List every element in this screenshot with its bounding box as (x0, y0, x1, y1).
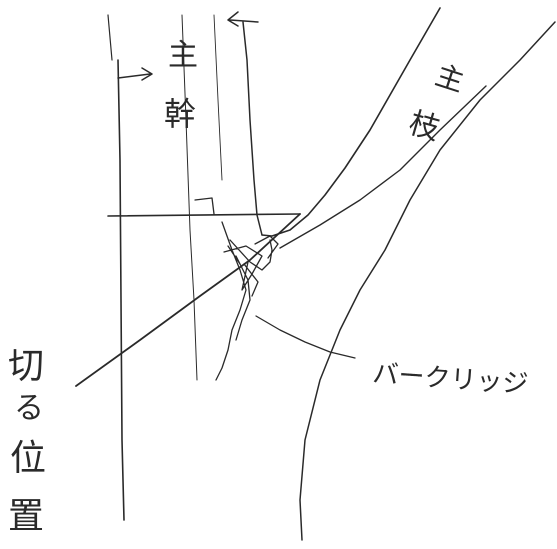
cutting-position-line (75, 213, 301, 387)
right-angle-mark (194, 197, 215, 215)
branch-label-char2: 枝 (405, 106, 443, 148)
trunk-short-left-line (107, 14, 113, 61)
horizontal-reference-line (107, 213, 301, 217)
branch-label-char1: 主 (431, 58, 468, 98)
trunk-right-edge (242, 21, 263, 236)
cut-position-label-char1: 切 (8, 346, 44, 387)
branch-bark-ridge-mark (215, 221, 279, 381)
branch-bark-ridge-label: バークリッジ (372, 359, 530, 400)
trunk-width-arrow-left (117, 67, 153, 81)
cut-position-label-char3: 位 (10, 438, 46, 479)
trunk-width-arrow-right (227, 11, 259, 27)
trunk-label-char2: 幹 (164, 95, 196, 133)
bark-ridge-leader-line (255, 315, 356, 359)
branch-axis-line (279, 85, 487, 249)
trunk-center-axis (181, 14, 198, 381)
cut-position-label-char2: る (14, 391, 44, 426)
cut-position-label-char4: 置 (8, 496, 44, 537)
trunk-label-char1: 主 (168, 38, 198, 73)
trunk-left-edge (117, 59, 125, 521)
trunk-center-axis-extension (213, 14, 223, 181)
branch-lower-edge (299, 21, 556, 541)
